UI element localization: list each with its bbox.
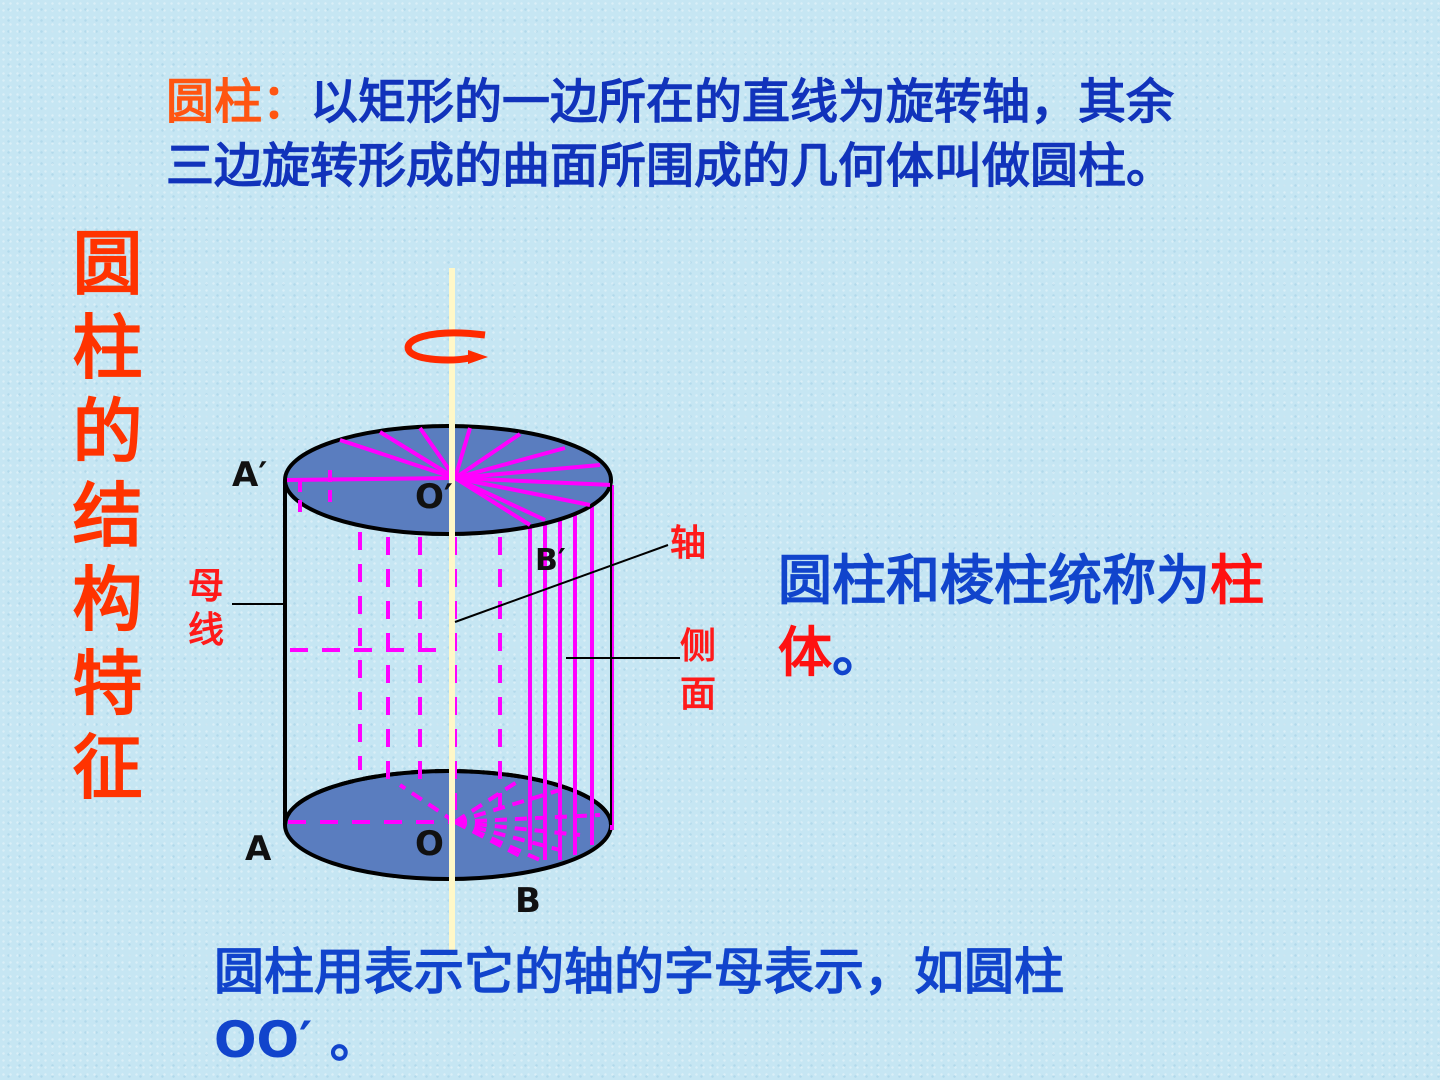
label-axis: 轴 (670, 523, 706, 564)
label-a-prime: A′ (232, 455, 267, 495)
bottom-note-line1: 圆柱用表示它的轴的字母表示，如圆柱 (214, 943, 1064, 1001)
side-note-highlight: 柱体 (778, 549, 1264, 684)
vertical-title-char: 的 (72, 391, 143, 473)
definition-term: 圆柱： (166, 74, 311, 130)
label-a: A (245, 829, 272, 869)
vertical-title-char: 征 (72, 727, 143, 809)
side-note-text: 圆柱和棱柱统称为 (778, 549, 1210, 612)
bottom-note: 圆柱用表示它的轴的字母表示，如圆柱 OO′ 。 (214, 938, 1214, 1074)
bottom-note-line2: OO′ 。 (214, 1011, 380, 1069)
label-generatrix-2: 线 (188, 610, 224, 651)
rotation-arrow-icon (404, 329, 488, 364)
top-fan-dashed (298, 470, 332, 520)
label-b: B (515, 881, 541, 921)
label-lateral-2: 面 (680, 674, 716, 715)
bottom-fan (398, 778, 601, 862)
label-o-prime: O′ (415, 477, 453, 517)
label-b-prime: B′ (535, 543, 566, 578)
side-note: 圆柱和棱柱统称为柱体。 (778, 545, 1338, 689)
vertical-title-char: 圆 (72, 223, 143, 305)
top-fan (286, 426, 613, 527)
vertical-title-char: 构 (72, 559, 143, 641)
vertical-title-char: 柱 (72, 307, 143, 389)
rotation-traces (288, 500, 502, 824)
definition-text: 圆柱：以矩形的一边所在的直线为旋转轴，其余 三边旋转形成的曲面所围成的几何体叫做… (166, 70, 1366, 198)
side-note-end: 。 (832, 621, 886, 684)
bottom-base-back-arc (283, 769, 613, 826)
axis-leader (454, 544, 669, 623)
definition-line1: 以矩形的一边所在的直线为旋转轴，其余 (310, 74, 1175, 130)
label-o: O (415, 824, 444, 864)
label-lateral-1: 侧 (680, 626, 716, 667)
vertical-title: 圆 柱 的 结 构 特 征 (70, 222, 145, 810)
vertical-title-char: 特 (72, 643, 143, 725)
vertical-title-char: 结 (72, 475, 143, 557)
definition-line2: 三边旋转形成的曲面所围成的几何体叫做圆柱。 (166, 138, 1175, 194)
label-generatrix-1: 母 (188, 566, 224, 607)
